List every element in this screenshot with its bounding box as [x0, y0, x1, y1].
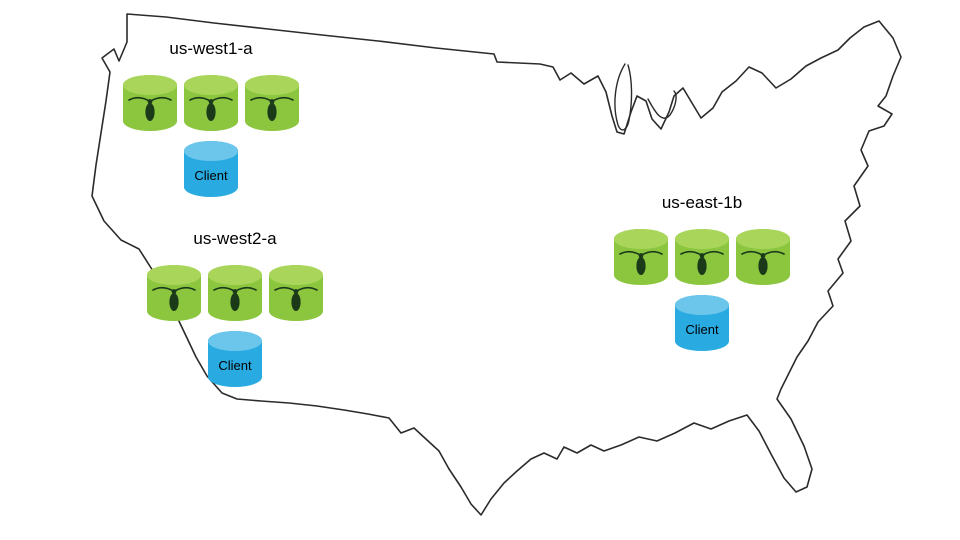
db-node-icon: [147, 265, 201, 321]
client-label: Client: [685, 322, 719, 337]
region-cluster-us-west1-a: us-west1-a: [122, 38, 300, 198]
cockroach-icon: [741, 250, 785, 275]
region-label: us-west1-a: [169, 39, 253, 58]
cockroach-icon: [274, 286, 318, 311]
db-node-icon: [675, 229, 729, 285]
client-label: Client: [218, 358, 252, 373]
db-node-icon: [184, 75, 238, 131]
db-node-icon: [245, 75, 299, 131]
client-label: Client: [194, 168, 228, 183]
db-node-icon: [269, 265, 323, 321]
lake-huron-outline: [647, 90, 677, 119]
node-row: [122, 74, 300, 132]
client-node-icon: Client: [675, 295, 729, 351]
region-label: us-west2-a: [193, 229, 277, 248]
client-node-icon: Client: [208, 331, 262, 387]
lake-michigan-outline: [614, 63, 633, 131]
region-cluster-us-west2-a: us-west2-a: [146, 228, 324, 388]
db-node-icon: [123, 75, 177, 131]
db-node-icon: [736, 229, 790, 285]
cockroach-icon: [619, 250, 663, 275]
db-node-icon: [614, 229, 668, 285]
us-map-outline: [91, 13, 902, 516]
node-row: [146, 264, 324, 322]
cockroach-icon: [152, 286, 196, 311]
region-cluster-us-east-1b: us-east-1b: [613, 192, 791, 352]
cockroach-icon: [213, 286, 257, 311]
node-row: [613, 228, 791, 286]
region-label: us-east-1b: [661, 193, 743, 212]
cockroach-icon: [128, 96, 172, 121]
client-node-icon: Client: [184, 141, 238, 197]
cockroach-icon: [250, 96, 294, 121]
cockroach-icon: [189, 96, 233, 121]
cockroach-icon: [680, 250, 724, 275]
db-node-icon: [208, 265, 262, 321]
